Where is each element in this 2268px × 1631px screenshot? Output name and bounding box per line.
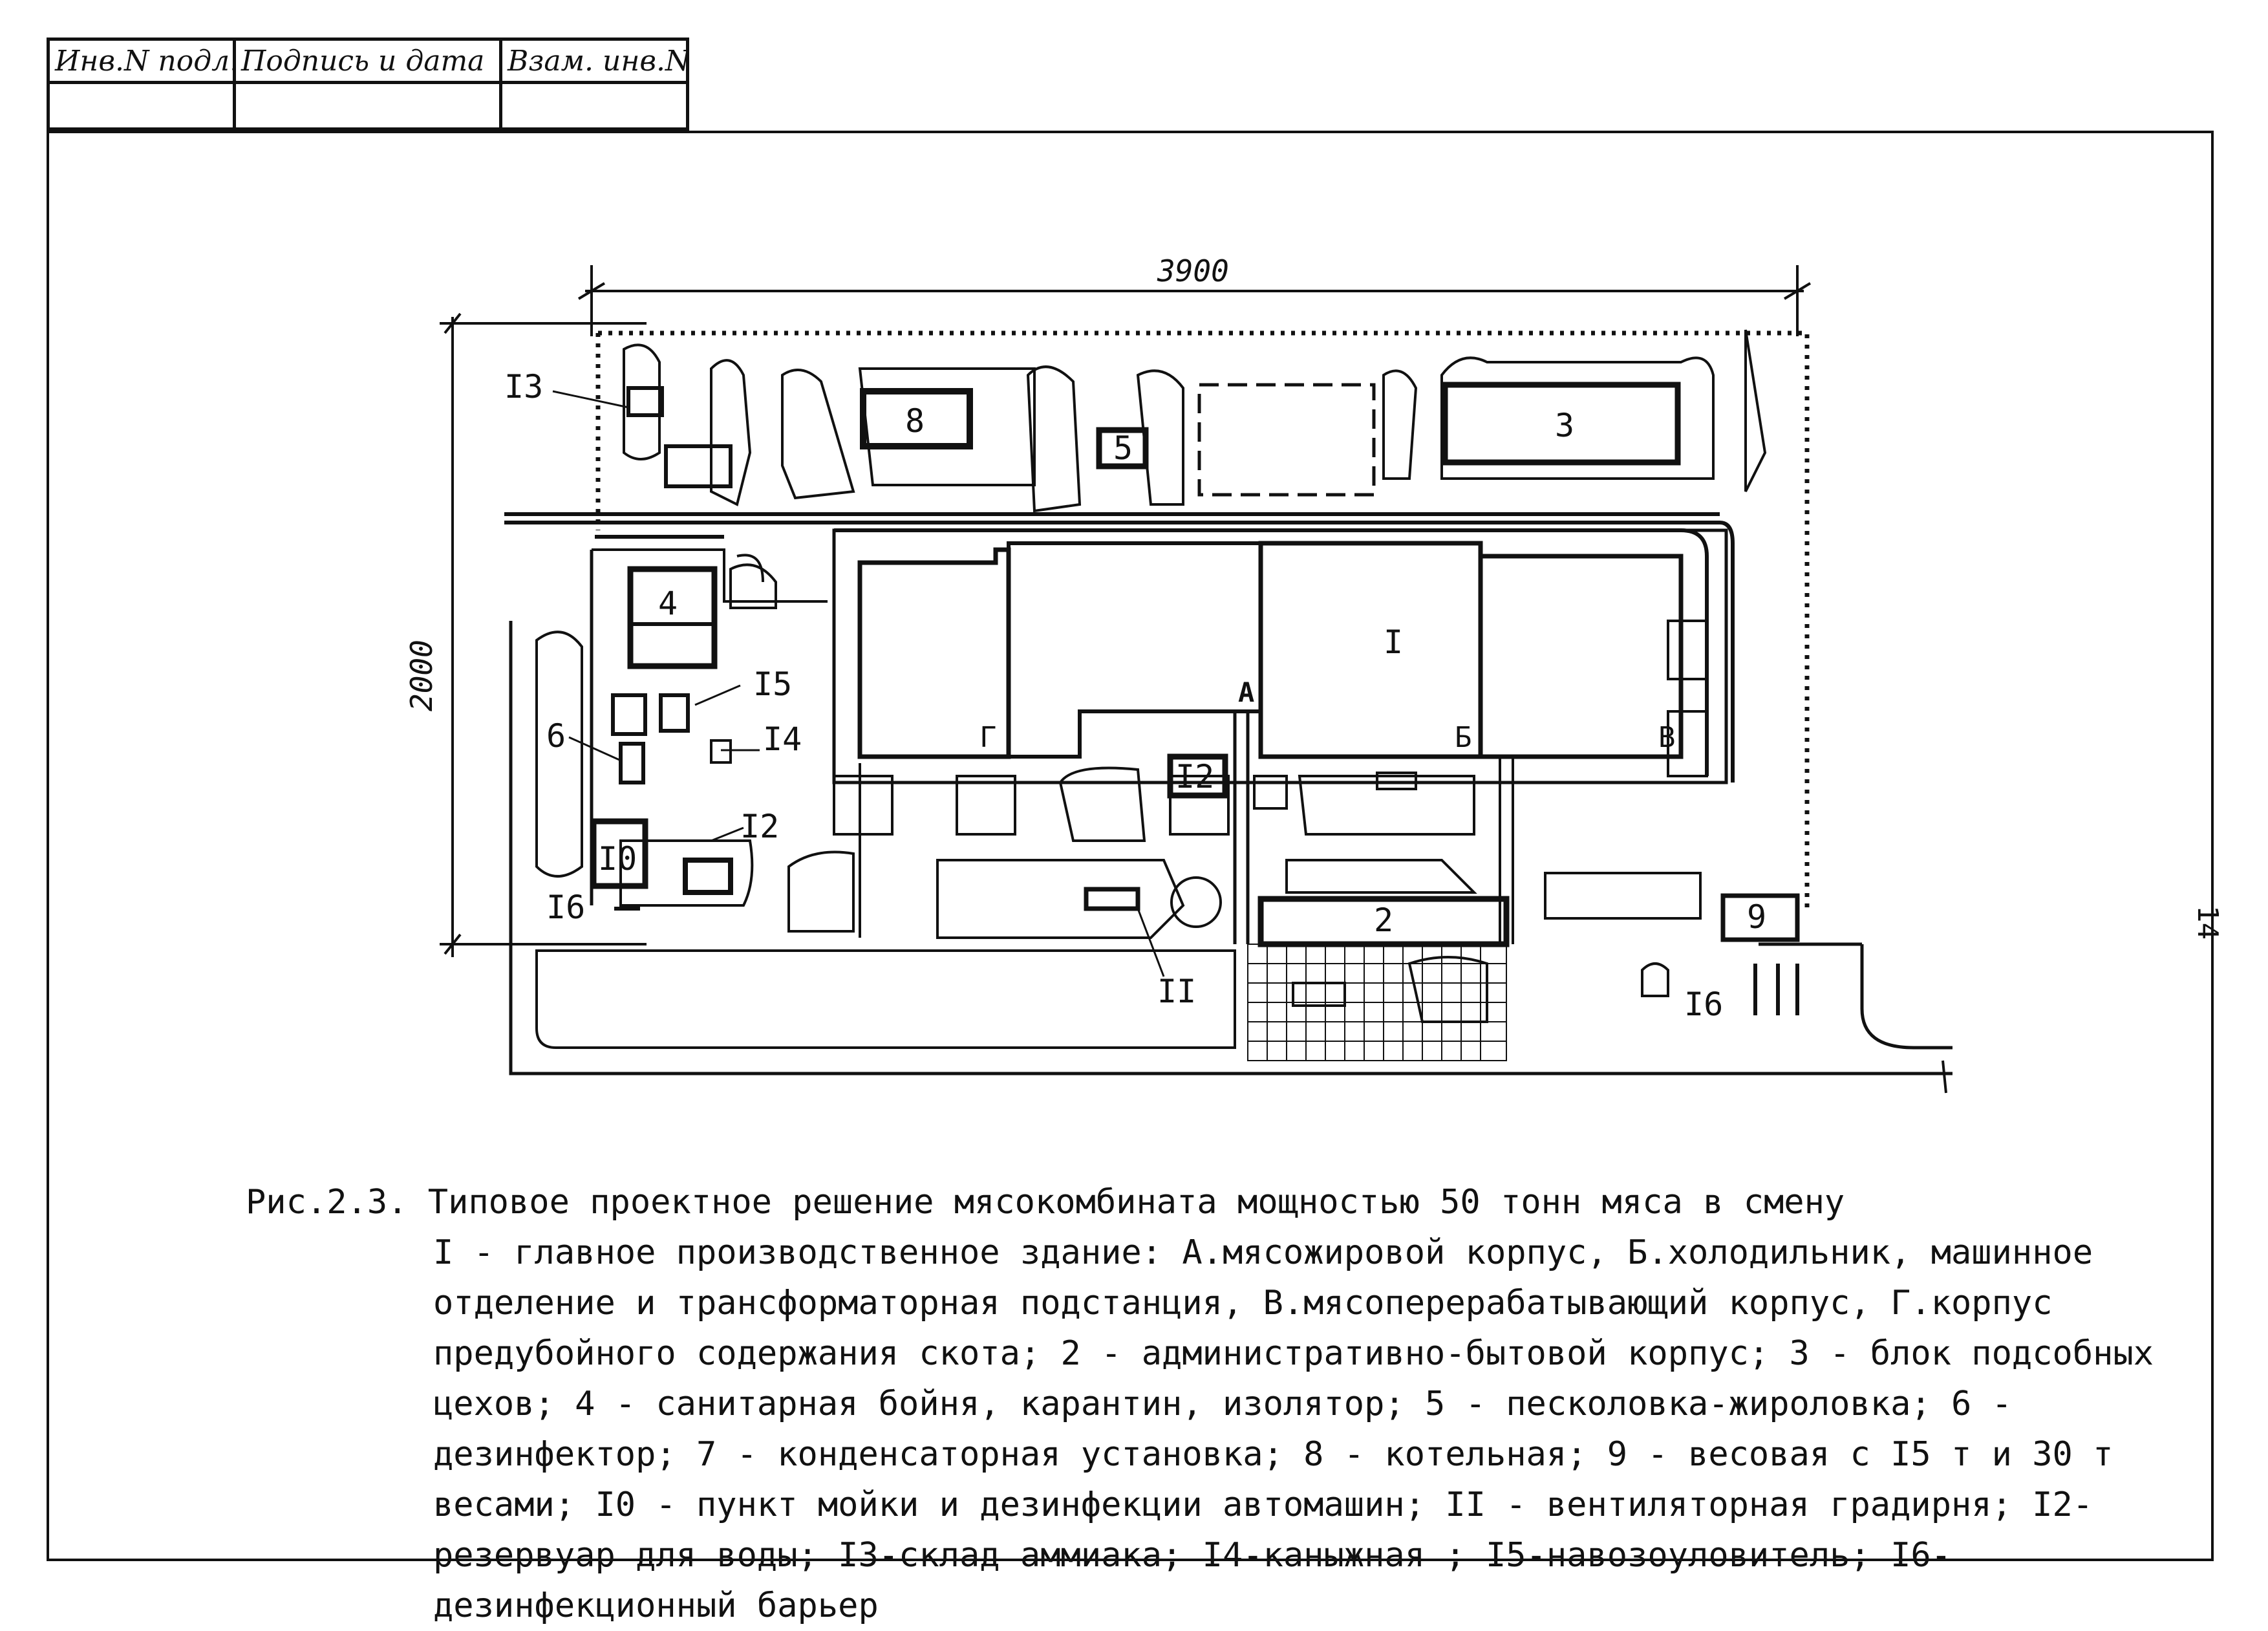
- sheet-frame-bottom: [47, 1559, 2214, 1561]
- building-label-2: 2: [1374, 902, 1393, 939]
- building-label-8: 8: [905, 402, 925, 440]
- width-dimension-label: 3900: [1157, 254, 1229, 288]
- building-label-12a: I2: [740, 808, 779, 845]
- wing-label-A: А: [1238, 676, 1254, 708]
- main-building-I: [832, 528, 1728, 944]
- dimension-lines: [440, 265, 1947, 1094]
- building-label-10: I0: [598, 840, 637, 878]
- stamp-signature-label: Подпись и дата: [236, 41, 502, 81]
- building-label-16a: I6: [546, 889, 585, 926]
- building-label-4: 4: [658, 585, 678, 622]
- wing-label-G: Г: [979, 721, 997, 754]
- building-label-1: I: [1384, 623, 1403, 661]
- site-fence: [595, 330, 1810, 912]
- stamp-inventory-label: Инв.N подл.: [50, 41, 236, 81]
- building-label-9: 9: [1747, 898, 1766, 936]
- title-block-stamp: Инв.N подл. Подпись и дата Взам. инв.N: [47, 38, 689, 131]
- caption-title: Рис.2.3. Типовое проектное решение мясок…: [246, 1183, 1845, 1222]
- building-label-5: 5: [1113, 429, 1133, 467]
- height-dimension-label: 2000: [404, 640, 439, 711]
- stamp-replacement-label: Взам. инв.N: [508, 44, 686, 78]
- building-label-11: II: [1157, 973, 1196, 1010]
- sheet-frame-top: [47, 131, 2214, 133]
- sheet-frame-right: [2211, 131, 2214, 1560]
- site-boundary: [509, 621, 1952, 1075]
- building-label-6: 6: [546, 717, 566, 755]
- wing-label-B: Б: [1455, 721, 1472, 754]
- building-label-15: I5: [753, 665, 792, 703]
- stamp-inventory-value: [50, 84, 236, 127]
- figure-caption: Рис.2.3. Типовое проектное решение мясок…: [246, 1177, 2185, 1631]
- building-label-13: I3: [504, 368, 543, 405]
- stamp-signature-value: [236, 84, 502, 127]
- caption-legend: I - главное производственное здание: А.м…: [433, 1233, 2154, 1625]
- stamp-header-row: Инв.N подл. Подпись и дата Взам. инв.N: [50, 41, 686, 84]
- leader-lines: [552, 390, 1165, 977]
- sheet-frame-left: [47, 131, 49, 1560]
- building-label-14: I4: [763, 720, 802, 758]
- stamp-value-row: [50, 84, 686, 127]
- building-label-12b: I2: [1175, 758, 1214, 795]
- wing-label-V: В: [1658, 721, 1676, 754]
- paved-area: [1247, 944, 1507, 1061]
- ancillary-buildings: [590, 382, 1800, 1015]
- building-label-16b: I6: [1684, 986, 1723, 1023]
- building-label-3: 3: [1555, 407, 1574, 444]
